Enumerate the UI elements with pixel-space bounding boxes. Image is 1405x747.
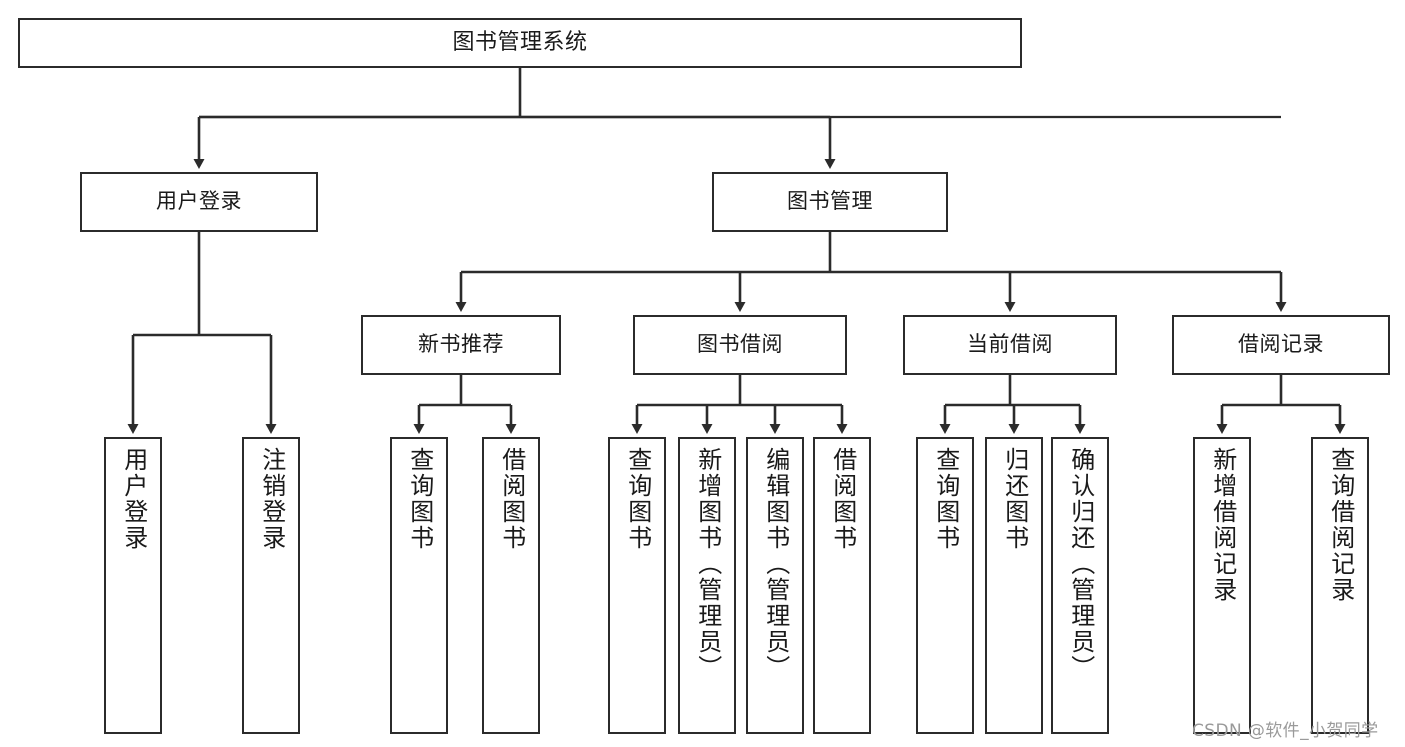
node-label: 借阅记录 bbox=[1238, 332, 1324, 357]
node-label: 用户登录 bbox=[119, 447, 148, 551]
node-label: 查询借阅记录 bbox=[1326, 447, 1355, 603]
leaf-edit-book-admin[interactable]: 编辑图书（管理员） bbox=[746, 437, 804, 734]
node-label: 图书借阅 bbox=[697, 332, 783, 357]
node-label: 注销登录 bbox=[257, 447, 286, 551]
node-label: 借阅图书 bbox=[828, 447, 857, 551]
node-label: 新增图书（管理员） bbox=[693, 447, 722, 681]
leaf-query-book-new[interactable]: 查询图书 bbox=[390, 437, 448, 734]
node-label: 查询图书 bbox=[405, 447, 434, 551]
node-label: 查询图书 bbox=[623, 447, 652, 551]
leaf-logout[interactable]: 注销登录 bbox=[242, 437, 300, 734]
node-user-login[interactable]: 用户登录 bbox=[80, 172, 318, 232]
node-label: 借阅图书 bbox=[497, 447, 526, 551]
leaf-borrow-book[interactable]: 借阅图书 bbox=[813, 437, 871, 734]
node-label: 确认归还（管理员） bbox=[1066, 447, 1095, 681]
leaf-user-login[interactable]: 用户登录 bbox=[104, 437, 162, 734]
leaf-add-borrow-record[interactable]: 新增借阅记录 bbox=[1193, 437, 1251, 734]
csdn-watermark: CSDN @软件_小贺同学 bbox=[1192, 721, 1379, 741]
node-label: 图书管理系统 bbox=[452, 29, 588, 55]
node-label: 用户登录 bbox=[156, 189, 242, 214]
node-current-borrow[interactable]: 当前借阅 bbox=[903, 315, 1117, 375]
leaf-borrow-book-new[interactable]: 借阅图书 bbox=[482, 437, 540, 734]
node-label: 图书管理 bbox=[787, 189, 873, 214]
leaf-query-borrow-record[interactable]: 查询借阅记录 bbox=[1311, 437, 1369, 734]
node-new-book-recommend[interactable]: 新书推荐 bbox=[361, 315, 561, 375]
node-label: 编辑图书（管理员） bbox=[761, 447, 790, 681]
node-label: 当前借阅 bbox=[967, 332, 1053, 357]
node-label: 新增借阅记录 bbox=[1208, 447, 1237, 603]
node-label: 新书推荐 bbox=[418, 332, 504, 357]
leaf-add-book-admin[interactable]: 新增图书（管理员） bbox=[678, 437, 736, 734]
node-book-borrow[interactable]: 图书借阅 bbox=[633, 315, 847, 375]
leaf-query-book-current[interactable]: 查询图书 bbox=[916, 437, 974, 734]
leaf-confirm-return-admin[interactable]: 确认归还（管理员） bbox=[1051, 437, 1109, 734]
node-borrow-record[interactable]: 借阅记录 bbox=[1172, 315, 1390, 375]
node-book-management[interactable]: 图书管理 bbox=[712, 172, 948, 232]
leaf-query-book-borrow[interactable]: 查询图书 bbox=[608, 437, 666, 734]
node-label: 查询图书 bbox=[931, 447, 960, 551]
leaf-return-book[interactable]: 归还图书 bbox=[985, 437, 1043, 734]
node-label: 归还图书 bbox=[1000, 447, 1029, 551]
node-root-system[interactable]: 图书管理系统 bbox=[18, 18, 1022, 68]
